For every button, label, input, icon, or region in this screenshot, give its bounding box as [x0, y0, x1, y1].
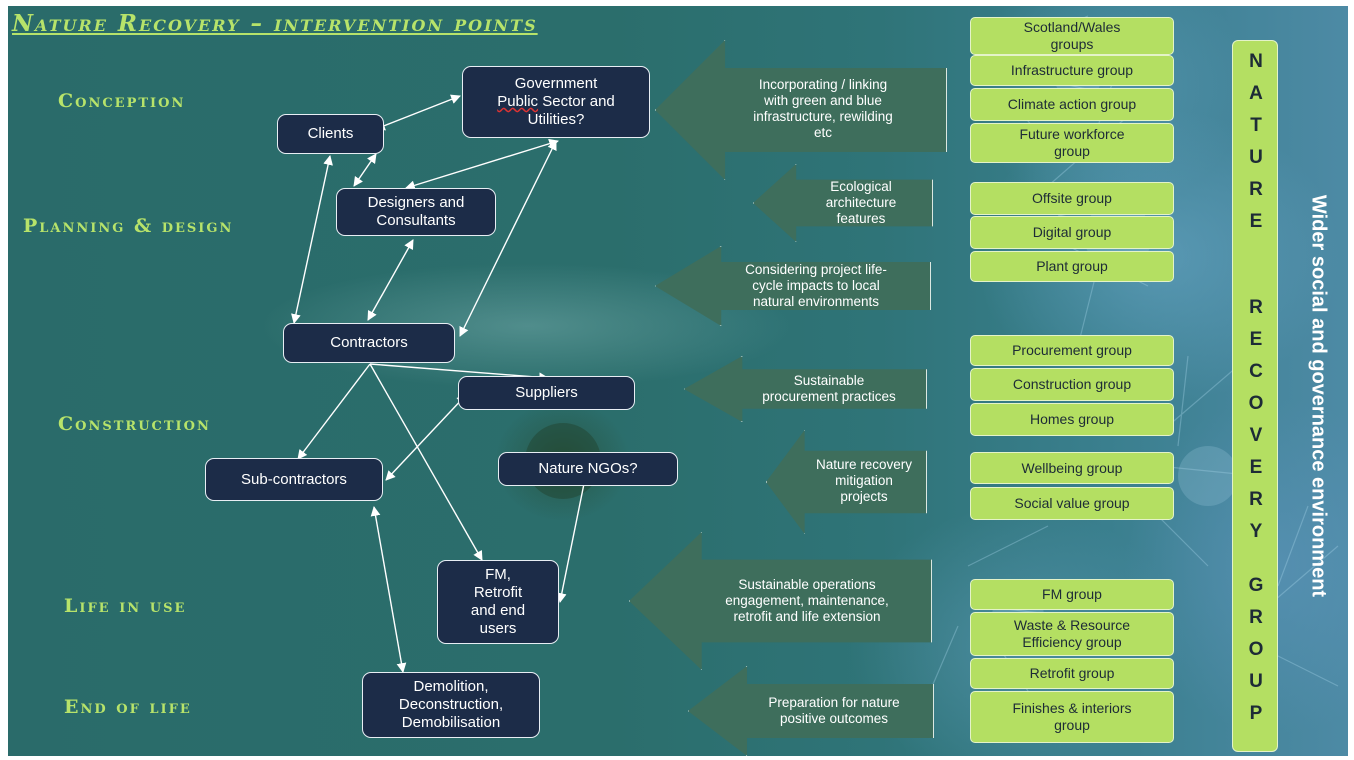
link-contractors-subcontractors — [297, 363, 371, 460]
group-waste-resource: Waste & Resource Efficiency group — [970, 612, 1174, 656]
link-designers-government — [405, 138, 559, 191]
stage-construction: Construction — [58, 413, 211, 435]
node-designers-consultants: Designers and Consultants — [336, 188, 496, 236]
link-designers-contractors — [367, 239, 414, 321]
node-clients: Clients — [277, 114, 384, 154]
nrg-letter: Y — [1249, 521, 1263, 542]
link-contractors-government — [459, 140, 557, 337]
node-government-rest: Sector and Utilities? — [527, 93, 615, 128]
nrg-letter: O — [1248, 639, 1264, 660]
node-sub-contractors: Sub-contractors — [205, 458, 383, 501]
group-social-value: Social value group — [970, 487, 1174, 520]
nrg-letter: E — [1249, 329, 1263, 350]
group-fm: FM group — [970, 579, 1174, 610]
intervention-text-2: Ecological architecture features — [825, 179, 897, 226]
intervention-text-6: Sustainable operations engagement, maint… — [725, 577, 889, 624]
group-offsite: Offsite group — [970, 182, 1174, 215]
intervention-text-1: Incorporating / linking with green and b… — [753, 77, 893, 140]
nrg-letter: P — [1249, 703, 1263, 724]
group-construction: Construction group — [970, 368, 1174, 401]
node-government-public: Public — [497, 93, 539, 110]
intervention-text-3: Considering project life- cycle impacts … — [745, 262, 887, 309]
link-clients-designers — [353, 153, 377, 187]
group-climate-action: Climate action group — [970, 88, 1174, 121]
slide: Nature Recovery – intervention points Co… — [8, 6, 1348, 756]
nrg-letter: T — [1250, 115, 1262, 136]
group-retrofit: Retrofit group — [970, 658, 1174, 689]
group-digital: Digital group — [970, 216, 1174, 249]
stage-conception: Conception — [58, 90, 186, 112]
nrg-letter: O — [1248, 393, 1264, 414]
nrg-letter: V — [1249, 425, 1263, 446]
node-fm-retrofit-end-users: FM, Retrofit and end users — [437, 560, 559, 644]
nrg-letter: N — [1249, 51, 1263, 72]
nrg-letter: R — [1249, 607, 1263, 628]
nrg-letter: R — [1249, 297, 1263, 318]
group-procurement: Procurement group — [970, 335, 1174, 366]
nrg-letter: R — [1249, 489, 1263, 510]
stage-end-of-life: End of life — [64, 696, 192, 718]
nrg-letter: U — [1249, 671, 1263, 692]
link-clients-government — [375, 94, 461, 131]
nrg-letter: C — [1249, 361, 1263, 382]
group-plant: Plant group — [970, 251, 1174, 282]
wider-environment-label: Wider social and governance environment — [1307, 194, 1330, 598]
link-subcontractors-suppliers — [385, 394, 467, 481]
group-finishes-interiors: Finishes & interiors group — [970, 691, 1174, 743]
group-infrastructure: Infrastructure group — [970, 55, 1174, 86]
node-demolition: Demolition, Deconstruction, Demobilisati… — [362, 672, 540, 738]
group-future-workforce: Future workforce group — [970, 123, 1174, 163]
node-government-line1: Government — [514, 75, 598, 92]
nrg-letter: E — [1249, 457, 1263, 478]
nrg-letter: R — [1249, 179, 1263, 200]
link-demolition-subcontractors — [370, 506, 407, 673]
slide-title: Nature Recovery – intervention points — [12, 10, 538, 37]
node-suppliers: Suppliers — [458, 376, 635, 410]
stage-planning-design: Planning & design — [23, 215, 234, 237]
intervention-text-4: Sustainable procurement practices — [762, 373, 896, 404]
nrg-letter: E — [1249, 211, 1263, 232]
group-scotland-wales: Scotland/Wales groups — [970, 17, 1174, 55]
intervention-text-7: Preparation for nature positive outcomes — [768, 695, 900, 726]
nrg-letter: A — [1249, 83, 1263, 104]
node-nature-ngos: Nature NGOs? — [498, 452, 678, 486]
link-clients-contractors — [291, 155, 333, 324]
nrg-letter: U — [1249, 147, 1263, 168]
node-contractors: Contractors — [283, 323, 455, 363]
group-wellbeing: Wellbeing group — [970, 452, 1174, 484]
intervention-text-5: Nature recovery mitigation projects — [815, 457, 913, 504]
nrg-letter: G — [1248, 575, 1264, 596]
group-homes: Homes group — [970, 403, 1174, 436]
stage-life-in-use: Life in use — [64, 595, 187, 617]
